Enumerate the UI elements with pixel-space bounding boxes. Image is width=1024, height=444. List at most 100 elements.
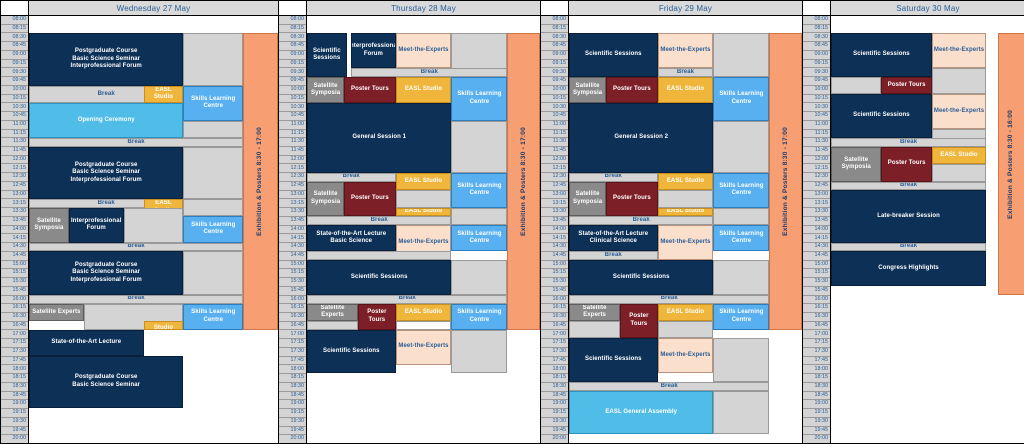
session-block[interactable]: EASL Studio [657,207,714,217]
session-block[interactable]: Scientific Sessions [569,260,714,295]
session-block[interactable]: Break [831,242,987,252]
session-block[interactable]: Break [307,216,452,226]
session-block[interactable]: Poster Tours [881,77,932,95]
session-canvas-thursday: ScientificSessionsInterprofessionalForum… [307,16,540,443]
exhibition-posters-label: Exhibition & Posters 8:30 - 17:00 [256,127,264,236]
session-block[interactable]: Meet-the-Experts [657,33,714,69]
session-block[interactable]: Scientific Sessions [569,33,658,77]
session-block[interactable]: State-of-the-Art Lecture [29,329,144,356]
session-block[interactable]: EASL Studio [657,77,714,104]
session-block[interactable]: Poster Tours [344,77,396,104]
session-block[interactable]: General Session 2 [569,103,714,173]
session-block[interactable]: Poster Tours [344,181,396,217]
session-block[interactable]: Break [29,242,244,252]
time-slot: 16:15 [279,304,306,313]
session-block[interactable]: Break [657,68,714,77]
session-block[interactable]: Scientific Sessions [569,338,658,382]
session-block[interactable]: Scientific Sessions [831,33,932,77]
exhibition-posters-bar-friday[interactable]: Exhibition & Posters 8:30 - 17:00 [769,33,802,330]
session-block[interactable]: General Session 1 [307,103,452,173]
session-block[interactable]: EASL Studio [395,77,452,104]
session-block[interactable]: Break [29,294,244,304]
session-block[interactable]: EASL Studio [395,303,452,321]
session-block[interactable]: Scientific Sessions [307,329,396,374]
exhibition-posters-bar-saturday[interactable]: Exhibition & Posters 8:30 - 16:00 [997,33,1024,295]
session-block[interactable]: Break [569,294,770,304]
empty-slot-block [451,207,508,226]
session-block[interactable]: Meet-the-Experts [395,33,452,69]
session-block[interactable]: Congress Highlights [831,251,987,287]
session-block[interactable]: Scientific Sessions [831,94,932,138]
session-block[interactable]: Break [831,181,987,191]
exhibition-posters-bar-thursday[interactable]: Exhibition & Posters 8:30 - 17:00 [507,33,540,330]
session-block[interactable]: EASL Studio [657,303,714,321]
session-block[interactable]: EASL Studio [143,85,184,104]
time-slot: 14:45 [541,251,568,261]
time-slot: 18:45 [541,391,568,401]
session-block[interactable]: EASL Studio [395,172,452,191]
session-block[interactable]: Opening Ceremony [29,103,184,138]
session-block[interactable]: EASL Studio [657,172,714,191]
session-block[interactable]: Meet-the-Experts [657,338,714,374]
session-block[interactable]: Break [831,138,987,147]
session-block[interactable]: Satellite Experts [29,303,84,321]
session-block[interactable]: Meet-the-Experts [657,225,714,260]
session-block[interactable]: Poster Tours [606,181,658,217]
session-block[interactable]: Break [307,294,508,304]
session-block[interactable]: Meet-the-Experts [931,33,987,69]
session-block[interactable]: Break [569,382,770,391]
session-block[interactable]: EASL Studio [143,321,184,330]
session-block[interactable]: EASL Studio [395,207,452,217]
session-block[interactable]: Scientific Sessions [307,260,452,295]
session-block[interactable]: Poster Tours [620,303,658,339]
session-block[interactable]: Poster Tours [358,303,396,330]
session-block[interactable]: Break [569,216,714,226]
session-block[interactable]: Poster Tours [881,146,932,182]
session-block[interactable]: Break [29,138,244,147]
session-block[interactable]: EASL Studio [931,146,987,165]
session-block[interactable]: Break [351,68,508,77]
session-block[interactable]: Satellite Experts [569,303,621,321]
session-block[interactable]: Meet-the-Experts [395,329,452,365]
time-slot: 17:45 [803,356,830,366]
exhibition-posters-bar-wednesday[interactable]: Exhibition & Posters 8:30 - 17:00 [243,33,278,330]
session-block[interactable]: Satellite Experts [307,303,359,321]
session-block[interactable]: Break [569,172,658,182]
session-block[interactable]: Break [307,172,396,182]
time-slot: 10:15 [279,94,306,104]
session-block[interactable]: Late-breaker Session [831,190,987,243]
session-block[interactable]: Break [569,251,658,260]
session-block[interactable]: EASL General Assembly [569,390,714,435]
time-slot: 11:15 [541,129,568,139]
session-block[interactable]: Poster Tours [606,77,658,104]
session-block[interactable]: Meet-the-Experts [931,94,987,130]
